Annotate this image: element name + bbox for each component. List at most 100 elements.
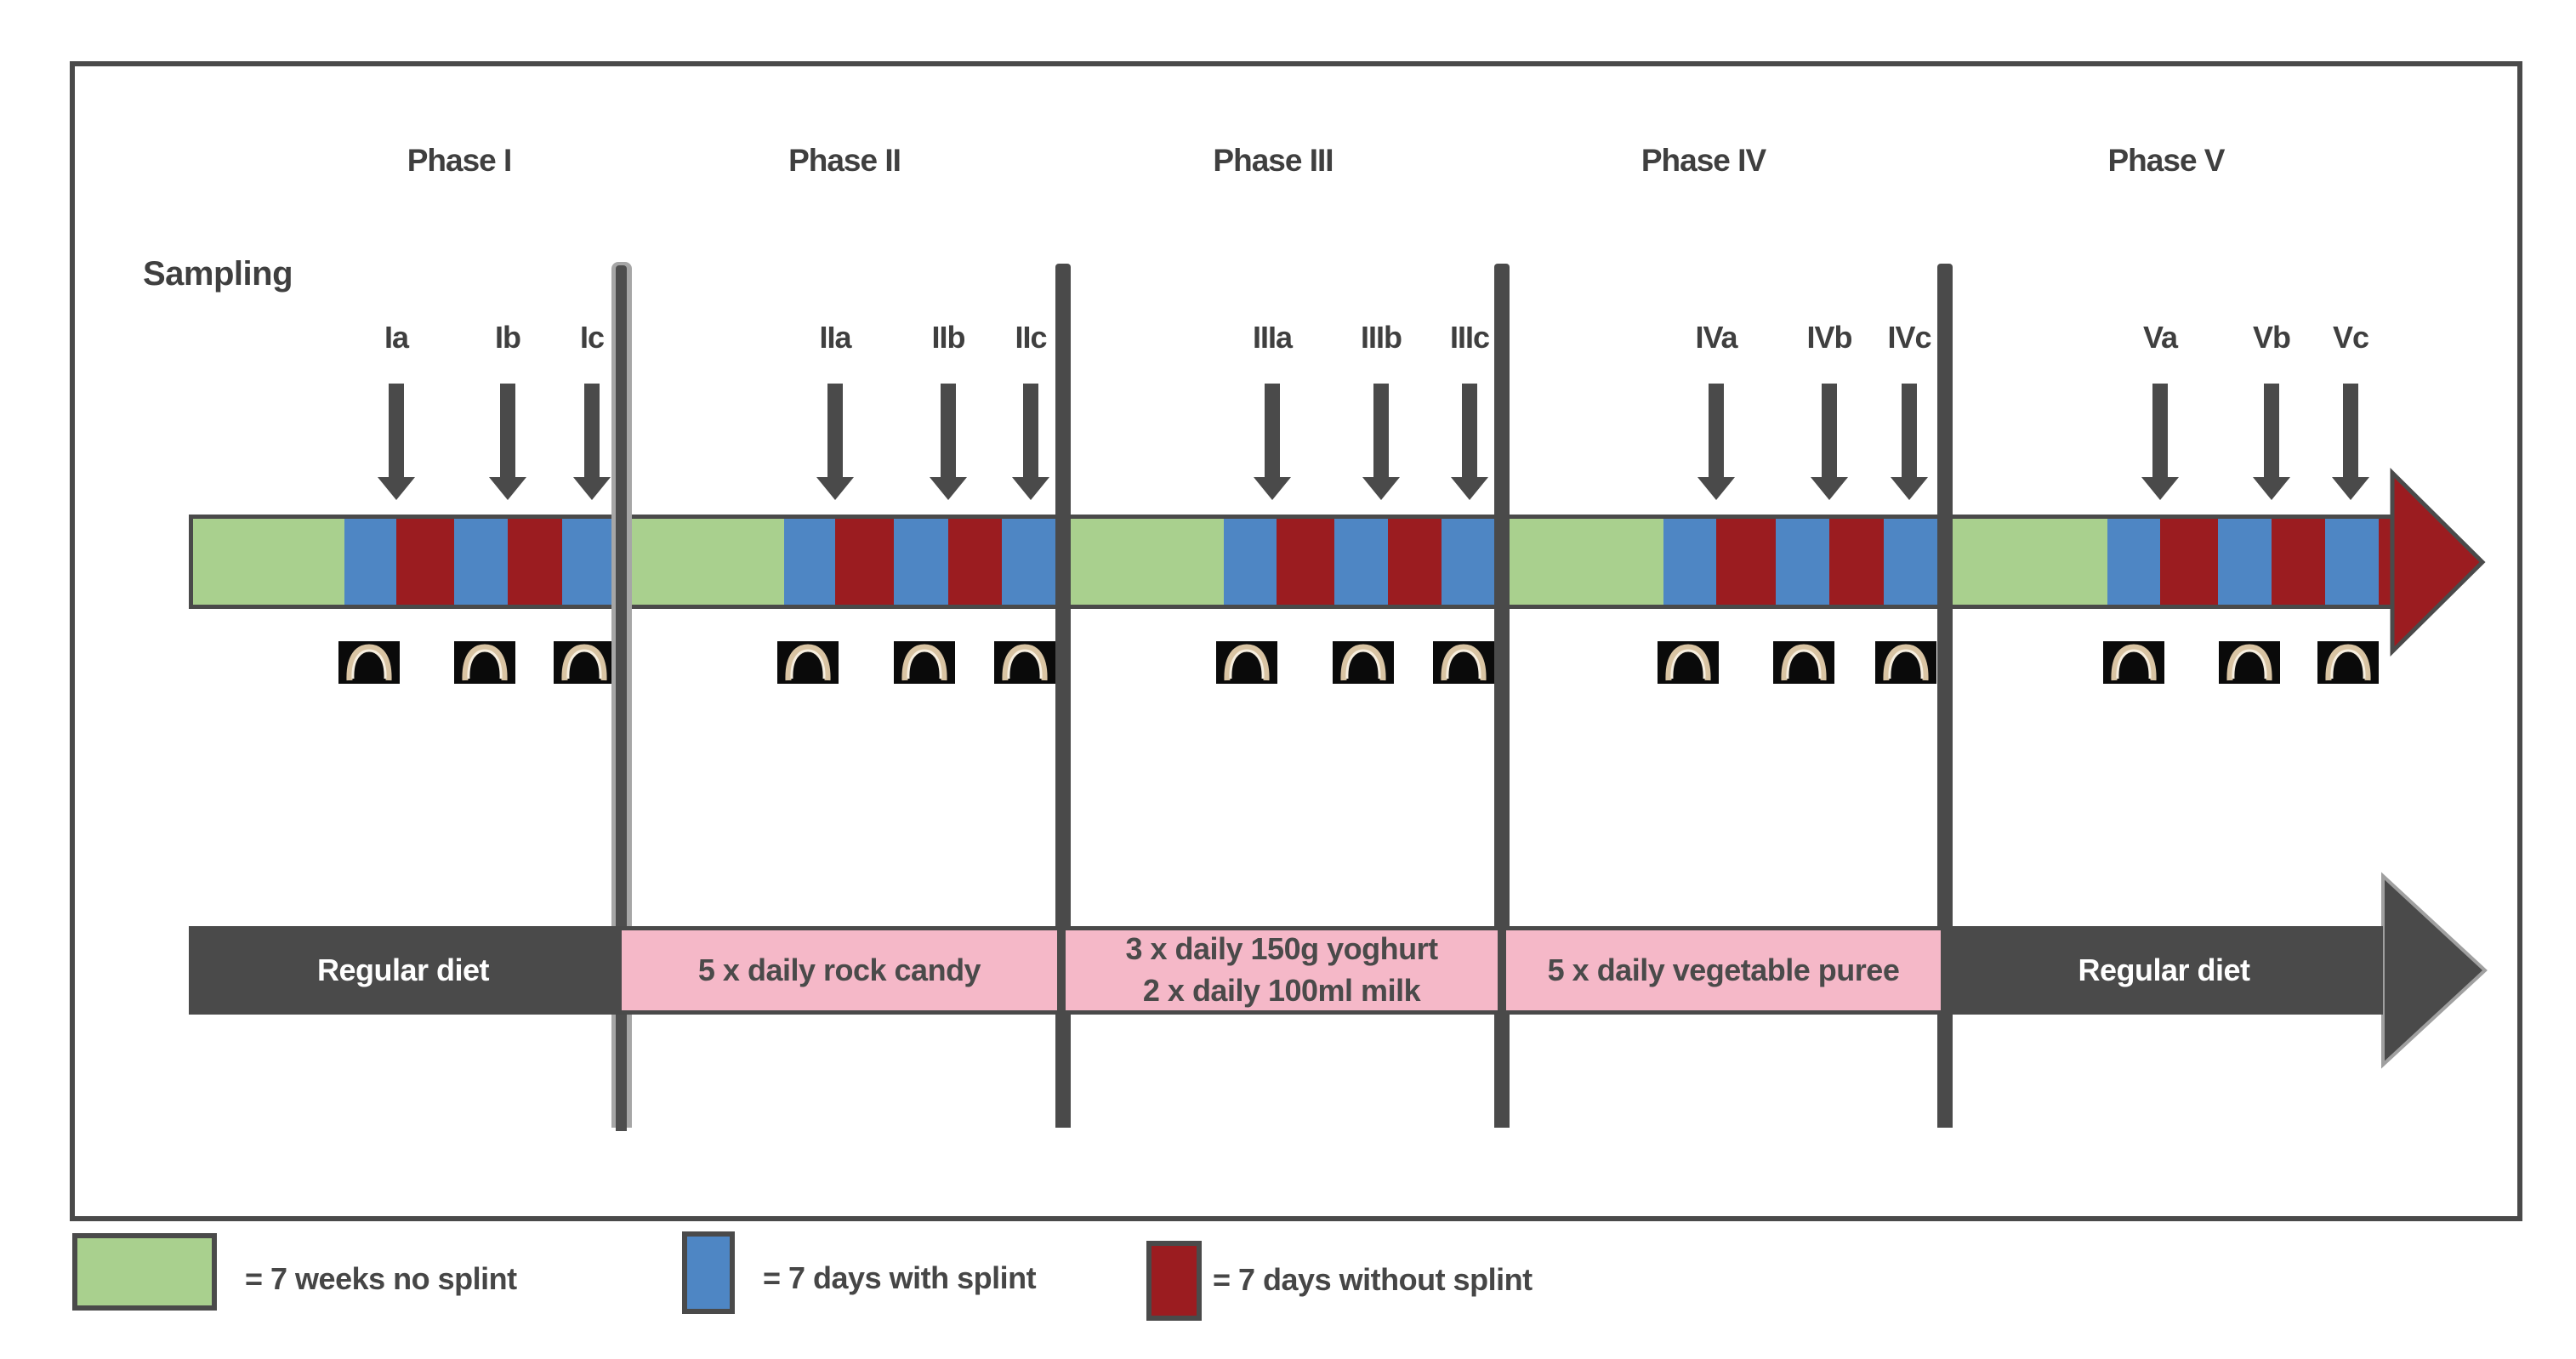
down-arrow-icon: [930, 477, 967, 500]
sample-label-Vc: Vc: [2332, 320, 2369, 355]
diet-box-rock-candy: 5 x daily rock candy: [617, 926, 1061, 1015]
timeline-segment-blue: [454, 519, 508, 605]
timeline-segment-green: [1945, 519, 2107, 605]
down-arrow-icon: [1451, 477, 1488, 500]
diet-text: Regular diet: [316, 952, 490, 987]
down-arrow-icon: [1697, 477, 1735, 500]
sampling-arrow-shaft: [1265, 384, 1280, 477]
phase-label-2: Phase II: [788, 143, 901, 178]
timeline-segment-blue: [1663, 519, 1716, 605]
timeline-segment-blue: [2325, 519, 2379, 605]
sample-label-Vb: Vb: [2252, 320, 2291, 355]
timeline-segment-red: [1716, 519, 1776, 605]
legend-label-green: = 7 weeks no splint: [245, 1261, 517, 1296]
timeline-segment-blue: [2107, 519, 2160, 605]
dental-arch-photo: [2103, 641, 2164, 684]
timeline-segment-red: [2272, 519, 2325, 605]
diet-text: 5 x daily rock candy: [697, 952, 981, 987]
dental-arch-photo: [2317, 641, 2379, 684]
sample-label-IIb: IIb: [931, 320, 966, 355]
timeline-segment-red: [396, 519, 454, 605]
sampling-arrow-shaft: [2264, 384, 2279, 477]
down-arrow-icon: [573, 477, 611, 500]
sample-label-Ia: Ia: [384, 320, 409, 355]
timeline-segment-blue: [1224, 519, 1277, 605]
dental-arch-photo: [894, 641, 955, 684]
sample-label-IIIb: IIIb: [1361, 320, 1402, 355]
down-arrow-icon: [378, 477, 415, 500]
sampling-arrow-shaft: [941, 384, 956, 477]
phase-label-5: Phase V: [2107, 143, 2226, 178]
phase-divider-2: [1055, 264, 1071, 1128]
phase-divider-1-core: [616, 265, 627, 1131]
sampling-arrow-shaft: [2343, 384, 2358, 477]
diet-text: 5 x daily vegetable puree: [1547, 952, 1900, 987]
sampling-arrow-shaft: [1902, 384, 1917, 477]
phase-label-1: Phase I: [407, 143, 513, 178]
timeline-segment-red: [508, 519, 562, 605]
down-arrow-icon: [816, 477, 854, 500]
timeline-segment-blue: [1002, 519, 1063, 605]
down-arrow-icon: [1362, 477, 1400, 500]
down-arrow-icon: [1012, 477, 1049, 500]
timeline-segment-red: [1277, 519, 1334, 605]
timeline-segment-blue: [1442, 519, 1502, 605]
sample-label-Ic: Ic: [579, 320, 605, 355]
sampling-arrow-shaft: [2152, 384, 2168, 477]
sampling-arrow-shaft: [1709, 384, 1724, 477]
sample-label-Va: Va: [2142, 320, 2178, 355]
sampling-arrow-shaft: [389, 384, 404, 477]
legend-swatch-red: [1146, 1241, 1202, 1321]
sample-label-IIc: IIc: [1015, 320, 1047, 355]
timeline-segment-red: [835, 519, 894, 605]
timeline-segment-green: [621, 519, 784, 605]
dental-arch-photo: [1658, 641, 1719, 684]
phase-label-3: Phase III: [1213, 143, 1333, 178]
timeline-segment-blue: [784, 519, 835, 605]
diet-text: Regular diet: [2078, 952, 2250, 987]
diet-text-line1: 3 x daily 150g yoghurt: [1125, 931, 1438, 967]
timeline-segment-red: [948, 519, 1002, 605]
sampling-arrow-shaft: [584, 384, 600, 477]
sample-label-IIIc: IIIc: [1449, 320, 1490, 355]
down-arrow-icon: [2253, 477, 2290, 500]
legend-label-red: = 7 days without splint: [1213, 1262, 1533, 1297]
diet-box-regular-2: Regular diet: [1945, 926, 2383, 1015]
diet-box-yoghurt-milk: 3 x daily 150g yoghurt 2 x daily 100ml m…: [1061, 926, 1502, 1015]
down-arrow-icon: [2141, 477, 2179, 500]
phase-divider-3: [1494, 264, 1510, 1128]
timeline-segment-green: [1502, 519, 1663, 605]
down-arrow-icon: [489, 477, 526, 500]
dental-arch-photo: [338, 641, 400, 684]
dental-arch-photo: [994, 641, 1055, 684]
timeline-segment-blue: [1884, 519, 1945, 605]
sampling-heading: Sampling: [143, 255, 293, 293]
sampling-arrow-shaft: [1023, 384, 1038, 477]
timeline-bar-border: [189, 605, 2392, 609]
sample-label-IVa: IVa: [1695, 320, 1737, 355]
sampling-arrow-shaft: [1462, 384, 1477, 477]
timeline-segment-green: [193, 519, 344, 605]
dental-arch-photo: [1333, 641, 1394, 684]
timeline-segment-blue: [562, 519, 621, 605]
legend-swatch-blue: [682, 1231, 735, 1314]
legend-label-blue: = 7 days with splint: [763, 1260, 1037, 1295]
timeline-bar-border: [189, 515, 2392, 519]
down-arrow-icon: [1891, 477, 1928, 500]
down-arrow-icon: [1811, 477, 1848, 500]
dental-arch-photo: [554, 641, 615, 684]
timeline-segment-red: [1388, 519, 1442, 605]
timeline-segment-blue: [894, 519, 948, 605]
sample-label-IIa: IIa: [819, 320, 851, 355]
sampling-arrow-shaft: [1822, 384, 1837, 477]
sampling-arrow-shaft: [827, 384, 843, 477]
dental-arch-photo: [1216, 641, 1277, 684]
dental-arch-photo: [1875, 641, 1936, 684]
sampling-arrow-shaft: [1373, 384, 1389, 477]
timeline-segment-red: [2160, 519, 2218, 605]
sample-label-IIIa: IIIa: [1252, 320, 1293, 355]
down-arrow-icon: [2332, 477, 2369, 500]
timeline-segment-green: [1063, 519, 1224, 605]
diet-box-regular-1: Regular diet: [189, 926, 617, 1015]
